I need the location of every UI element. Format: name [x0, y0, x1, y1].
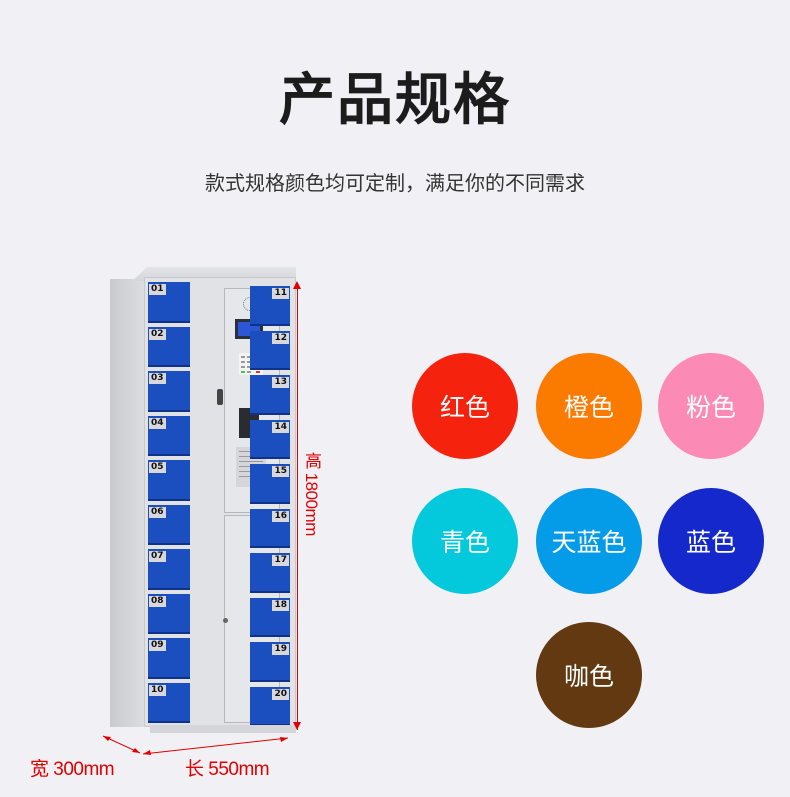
locker-door: 20	[250, 686, 290, 726]
door-number: 12	[272, 332, 289, 344]
color-label: 蓝色	[685, 528, 736, 557]
door-number: 01	[149, 284, 166, 295]
locker-door: 04	[148, 415, 190, 456]
color-option-cyan: 青色	[412, 488, 518, 594]
door-number: 15	[272, 466, 289, 477]
color-option-blue: 蓝色	[658, 488, 764, 594]
color-label: 橙色	[563, 393, 614, 422]
locker-door: 15	[250, 464, 290, 504]
width-label: 宽 300mm	[30, 759, 115, 780]
locker-door: 08	[148, 593, 190, 634]
color-label: 粉色	[685, 393, 736, 422]
door-number: 09	[149, 640, 166, 651]
locker-door: 19	[250, 642, 290, 682]
color-label: 红色	[439, 393, 490, 422]
locker-door: 09	[148, 638, 190, 679]
door-number: 14	[272, 421, 289, 433]
arrow-up-icon	[293, 281, 301, 289]
color-option-red: 红色	[412, 353, 518, 459]
locker-door: 02	[148, 326, 190, 367]
lock-icon	[223, 618, 228, 623]
color-label: 青色	[439, 528, 490, 557]
cabinet-front: 01 02 03 04 05 06 07 08 09 10 11 12 13 14 15 16 17 18 19 20	[144, 277, 296, 727]
locker-door: 11	[250, 286, 290, 326]
locker-door: 16	[250, 508, 290, 548]
cabinet-base	[150, 725, 296, 733]
color-label: 咖色	[563, 662, 614, 691]
door-number: 17	[272, 555, 289, 566]
door-number: 07	[149, 551, 166, 562]
door-number: 16	[272, 510, 289, 522]
locker-door: 03	[148, 371, 190, 412]
color-option-brown: 咖色	[536, 622, 642, 728]
color-option-pink: 粉色	[658, 353, 764, 459]
locker-door: 05	[148, 460, 190, 501]
length-label: 长 550mm	[185, 759, 270, 780]
arrow-down-icon	[293, 722, 301, 730]
page-title: 产品规格	[279, 68, 511, 133]
color-label: 天蓝色	[551, 528, 627, 557]
door-number: 10	[149, 684, 166, 696]
key-icon	[217, 389, 223, 405]
cabinet-side	[110, 279, 144, 727]
locker-door: 06	[148, 504, 190, 545]
door-number: 04	[149, 417, 166, 429]
door-number: 06	[149, 506, 166, 518]
door-number: 02	[149, 328, 166, 340]
locker-door: 17	[250, 553, 290, 593]
locker-door: 18	[250, 597, 290, 637]
locker-cabinet-image: 01 02 03 04 05 06 07 08 09 10 11 12 13 14 15 16 17 18 19 20	[110, 267, 296, 737]
height-label: 高 1800mm	[302, 452, 321, 536]
locker-door: 13	[250, 375, 290, 415]
height-dimension-line	[297, 285, 298, 730]
door-number: 11	[272, 288, 289, 299]
locker-door: 07	[148, 549, 190, 590]
door-number: 08	[149, 595, 166, 607]
page-subtitle: 款式规格颜色均可定制，满足你的不同需求	[205, 171, 585, 195]
locker-door: 12	[250, 330, 290, 370]
color-option-sky-blue: 天蓝色	[536, 488, 642, 594]
locker-door: 01	[148, 282, 190, 323]
door-number: 05	[149, 462, 166, 473]
door-number: 18	[272, 599, 289, 611]
door-number: 13	[272, 377, 289, 388]
door-number: 03	[149, 373, 166, 384]
door-number: 19	[272, 644, 289, 655]
door-number: 20	[272, 688, 289, 700]
locker-door: 10	[148, 682, 190, 723]
color-option-orange: 橙色	[536, 353, 642, 459]
locker-door: 14	[250, 419, 290, 459]
